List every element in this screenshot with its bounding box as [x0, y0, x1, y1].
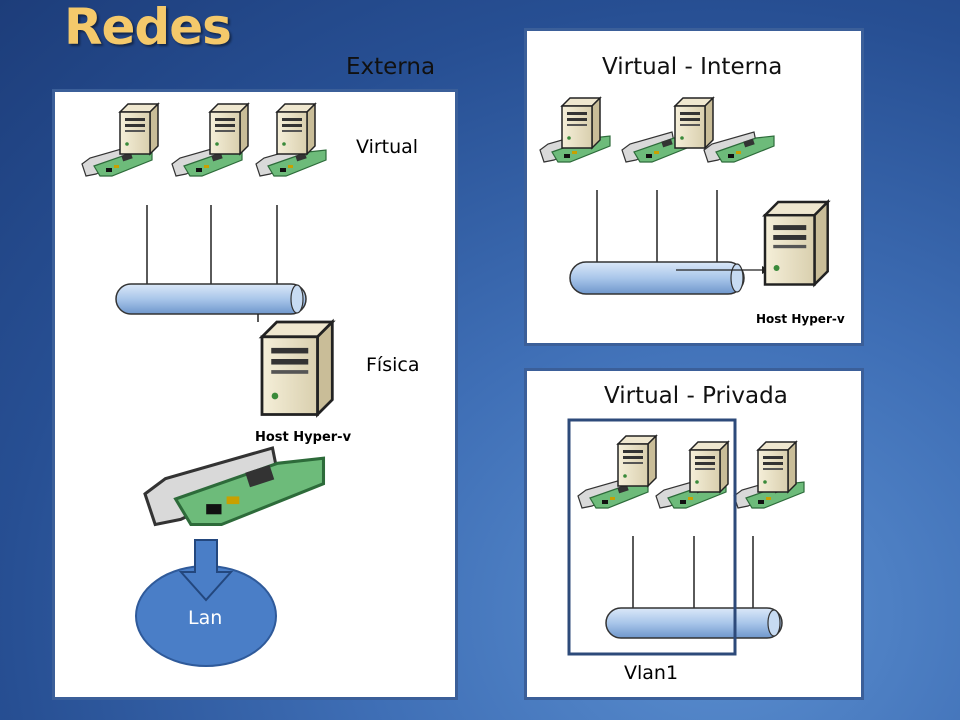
- virtual-switch-interna: [569, 261, 745, 295]
- panel-virtual-privada: [524, 368, 864, 700]
- label-vlan1: Vlan1: [624, 662, 679, 684]
- header-virtual-interna: Virtual - Interna: [602, 54, 783, 80]
- down-arrow-icon: [178, 539, 234, 602]
- vlan1-boundary: [567, 418, 737, 656]
- label-virtual: Virtual: [356, 136, 419, 158]
- label-lan: Lan: [188, 607, 223, 629]
- label-host-hyperv-externa: Host Hyper-v: [255, 430, 352, 445]
- slide-title: Redes: [64, 0, 232, 56]
- header-externa: Externa: [346, 54, 436, 80]
- label-fisica: Física: [366, 354, 420, 376]
- label-host-hyperv-interna: Host Hyper-v: [756, 312, 845, 326]
- virtual-switch-privada: [605, 607, 783, 639]
- virtual-switch-externa: [115, 283, 307, 315]
- header-virtual-privada: Virtual - Privada: [604, 383, 788, 409]
